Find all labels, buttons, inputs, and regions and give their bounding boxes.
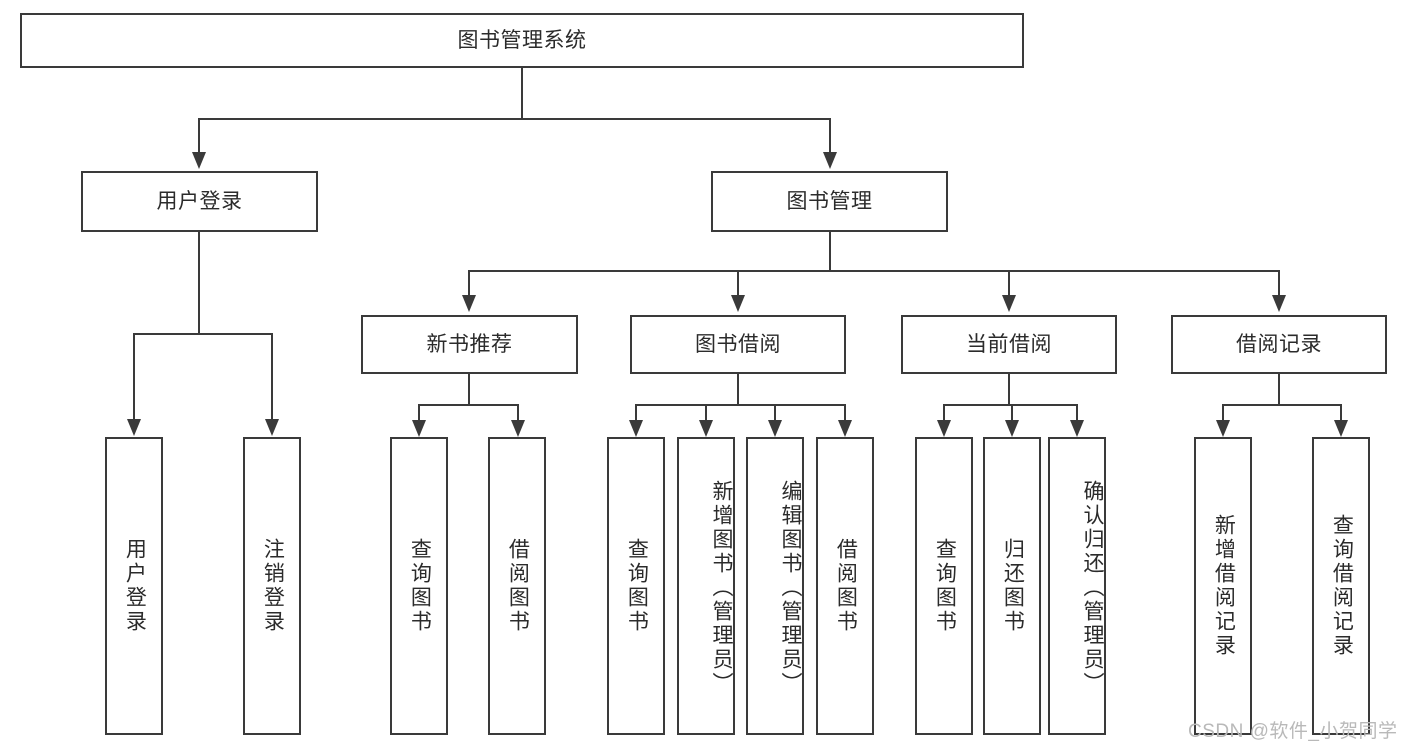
node-label: 编辑图书（管理员） [779, 480, 802, 696]
connector-bb-drop-2 [705, 404, 707, 421]
connector-cb-bus [943, 404, 1077, 406]
node-current-borrow[interactable]: 当前借阅 [901, 315, 1117, 374]
arrowhead-root-to-book-management [823, 152, 837, 169]
connector-user-login-drop-1 [133, 333, 135, 420]
leaf-br-add-record[interactable]: 新增借阅记录 [1194, 437, 1252, 735]
arrowhead-cb-leaf-1 [937, 420, 951, 437]
arrowhead-nbr-leaf-1 [412, 420, 426, 437]
leaf-br-query-record[interactable]: 查询借阅记录 [1312, 437, 1370, 735]
connector-br-trunk [1278, 374, 1280, 406]
leaf-nbr-borrow-book[interactable]: 借阅图书 [488, 437, 546, 735]
leaf-bb-edit-book-admin[interactable]: 编辑图书（管理员） [746, 437, 804, 735]
node-label: 图书管理 [786, 190, 873, 213]
connector-bm-drop-1 [468, 270, 470, 296]
connector-bb-bus [635, 404, 845, 406]
node-book-borrow[interactable]: 图书借阅 [630, 315, 846, 374]
node-label: 图书借阅 [695, 333, 781, 356]
arrowhead-user-login-leaf-2 [265, 419, 279, 436]
arrowhead-bb-leaf-1 [629, 420, 643, 437]
connector-nbr-drop-2 [517, 404, 519, 421]
node-label: 用户登录 [123, 538, 147, 634]
connector-bb-drop-1 [635, 404, 637, 421]
connector-book-management-trunk [829, 232, 831, 272]
connector-cb-drop-2 [1011, 404, 1013, 421]
arrowhead-bm-child-3 [1002, 295, 1016, 312]
connector-root-to-user-login [198, 118, 200, 153]
arrowhead-root-to-user-login [192, 152, 206, 169]
node-label: 查询图书 [933, 538, 957, 634]
connector-bb-drop-3 [774, 404, 776, 421]
node-label: 查询图书 [408, 538, 432, 634]
node-label: 归还图书 [1001, 538, 1025, 634]
node-label: 借阅记录 [1236, 333, 1322, 356]
leaf-cb-confirm-return-admin[interactable]: 确认归还（管理员） [1048, 437, 1106, 735]
arrowhead-bb-leaf-2 [699, 420, 713, 437]
node-borrow-record[interactable]: 借阅记录 [1171, 315, 1387, 374]
leaf-cb-query-book[interactable]: 查询图书 [915, 437, 973, 735]
leaf-logout[interactable]: 注销登录 [243, 437, 301, 735]
arrowhead-cb-leaf-3 [1070, 420, 1084, 437]
leaf-cb-return-book[interactable]: 归还图书 [983, 437, 1041, 735]
connector-bb-drop-4 [844, 404, 846, 421]
node-user-login[interactable]: 用户登录 [81, 171, 318, 232]
node-label: 查询借阅记录 [1330, 514, 1354, 658]
watermark-text: CSDN @软件_小贺同学 [1188, 721, 1398, 742]
connector-cb-trunk [1008, 374, 1010, 406]
node-label: 用户登录 [156, 190, 243, 213]
connector-nbr-drop-1 [418, 404, 420, 421]
connector-bb-trunk [737, 374, 739, 406]
node-label: 查询图书 [625, 538, 649, 634]
connector-br-bus [1222, 404, 1342, 406]
arrowhead-bm-child-4 [1272, 295, 1286, 312]
node-label: 借阅图书 [506, 538, 530, 634]
connector-bm-drop-4 [1278, 270, 1280, 296]
leaf-bb-add-book-admin[interactable]: 新增图书（管理员） [677, 437, 735, 735]
node-label: 注销登录 [261, 538, 285, 634]
leaf-bb-borrow-book[interactable]: 借阅图书 [816, 437, 874, 735]
connector-cb-drop-3 [1076, 404, 1078, 421]
node-new-book-recommend[interactable]: 新书推荐 [361, 315, 578, 374]
node-label: 新书推荐 [426, 333, 513, 356]
arrowhead-bm-child-1 [462, 295, 476, 312]
connector-root-to-book-management [829, 118, 831, 153]
node-label: 借阅图书 [834, 538, 858, 634]
connector-br-drop-2 [1340, 404, 1342, 421]
node-label: 图书管理系统 [457, 29, 587, 52]
node-book-management[interactable]: 图书管理 [711, 171, 948, 232]
connector-nbr-bus [418, 404, 519, 406]
connector-user-login-bus [133, 333, 272, 335]
arrowhead-br-leaf-2 [1334, 420, 1348, 437]
connector-user-login-drop-2 [271, 333, 273, 420]
node-root-book-management-system[interactable]: 图书管理系统 [20, 13, 1024, 68]
connector-bm-drop-3 [1008, 270, 1010, 296]
leaf-user-login[interactable]: 用户登录 [105, 437, 163, 735]
node-label: 当前借阅 [966, 333, 1052, 356]
node-label: 新增图书（管理员） [710, 480, 733, 696]
connector-root-trunk [521, 68, 523, 120]
connector-user-login-trunk [198, 232, 200, 334]
arrowhead-user-login-leaf-1 [127, 419, 141, 436]
node-label: 确认归还（管理员） [1081, 480, 1104, 696]
leaf-bb-query-book[interactable]: 查询图书 [607, 437, 665, 735]
connector-br-drop-1 [1222, 404, 1224, 421]
arrowhead-bb-leaf-4 [838, 420, 852, 437]
connector-root-bus [198, 118, 831, 120]
connector-nbr-trunk [468, 374, 470, 406]
connector-cb-drop-1 [943, 404, 945, 421]
connector-bm-drop-2 [737, 270, 739, 296]
node-label: 新增借阅记录 [1212, 514, 1236, 658]
arrowhead-bm-child-2 [731, 295, 745, 312]
connector-book-management-bus [468, 270, 1280, 272]
arrowhead-br-leaf-1 [1216, 420, 1230, 437]
arrowhead-bb-leaf-3 [768, 420, 782, 437]
arrowhead-cb-leaf-2 [1005, 420, 1019, 437]
arrowhead-nbr-leaf-2 [511, 420, 525, 437]
leaf-nbr-query-book[interactable]: 查询图书 [390, 437, 448, 735]
